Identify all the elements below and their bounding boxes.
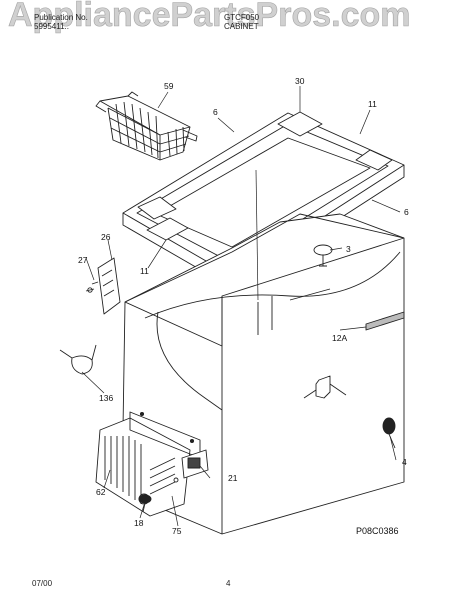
drain-spout	[303, 375, 347, 399]
callout-3: 3	[346, 244, 351, 254]
callout-4: 4	[402, 457, 407, 467]
hinge-bracket-part-26	[85, 257, 121, 315]
publication-number: 5995411..	[34, 22, 69, 31]
drain-knob-part-3	[313, 244, 333, 267]
callout-75: 75	[172, 526, 182, 536]
callout-62: 62	[96, 487, 106, 497]
callout-30: 30	[295, 76, 305, 86]
callout-12a: 12A	[332, 333, 347, 343]
footer-date: 07/00	[32, 579, 53, 588]
callout-6-top: 6	[213, 107, 218, 117]
basket-part-59	[95, 91, 198, 161]
callout-59: 59	[164, 81, 174, 91]
model-number: GTCF050	[224, 13, 260, 22]
leveling-foot-part-4	[382, 417, 396, 449]
callout-6-right: 6	[404, 207, 409, 217]
publication-label: Publication No.	[34, 13, 88, 22]
callout-18: 18	[134, 518, 144, 528]
callout-27: 27	[78, 255, 88, 265]
knob-part-18	[138, 494, 152, 513]
label-plate-part-12a	[365, 311, 405, 331]
callout-11-left: 11	[140, 266, 149, 276]
control-part-21	[181, 449, 209, 479]
callout-11-top: 11	[368, 99, 377, 109]
diagram-code: P08C0386	[356, 526, 399, 536]
section-title: CABINET	[224, 22, 259, 31]
callout-26: 26	[101, 232, 111, 242]
footer-page-number: 4	[226, 579, 231, 588]
callout-21: 21	[228, 473, 238, 483]
leader-lines	[81, 86, 401, 527]
callout-136: 136	[99, 393, 113, 403]
foot-cup-part-136	[59, 344, 97, 375]
